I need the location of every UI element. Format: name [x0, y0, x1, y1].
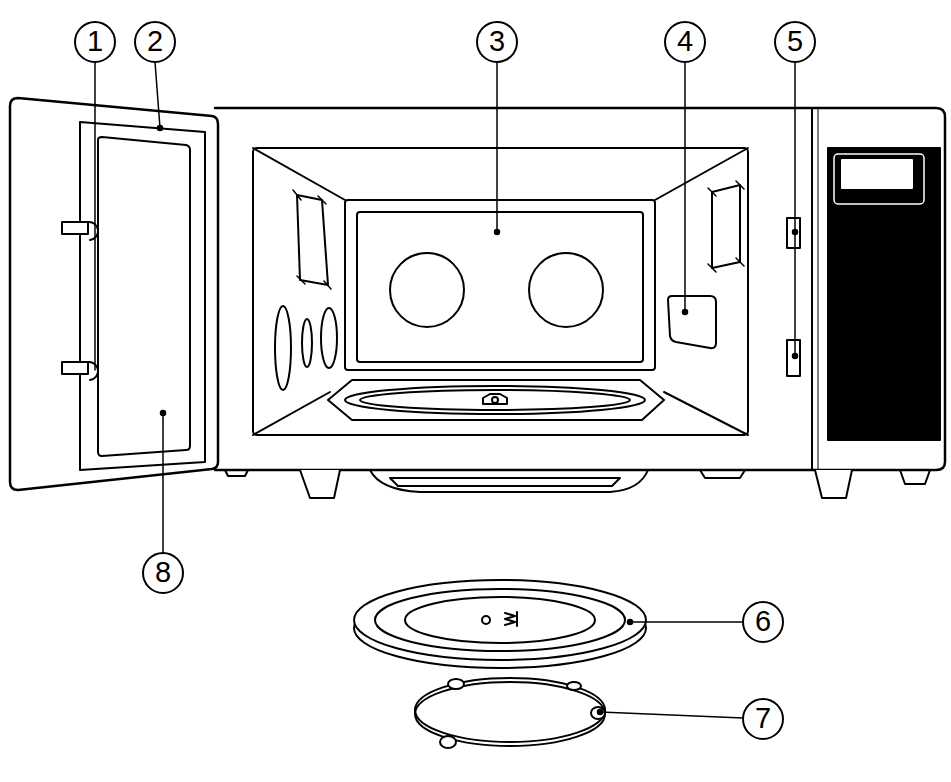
callout-circle	[75, 22, 815, 739]
glass-tray	[354, 580, 646, 668]
oven-cavity	[253, 148, 748, 435]
control-panel	[828, 148, 940, 440]
callout-number: 7	[743, 698, 783, 738]
callout-number: 1	[75, 21, 115, 61]
roller-ring	[415, 678, 605, 748]
turntable-in-cavity	[328, 380, 664, 420]
oven-body	[215, 108, 945, 498]
callout-number: 2	[135, 21, 175, 61]
callout-number: 3	[477, 21, 517, 61]
callout-number: 4	[665, 21, 705, 61]
callout-number: 8	[143, 552, 183, 592]
oven-door	[10, 98, 218, 490]
callout-number: 6	[743, 601, 783, 641]
door-lock-slot	[787, 218, 800, 376]
door-latch	[62, 222, 98, 380]
callout-number: 5	[775, 21, 815, 61]
waveguide-cover	[668, 296, 716, 348]
leader-line	[95, 62, 798, 718]
